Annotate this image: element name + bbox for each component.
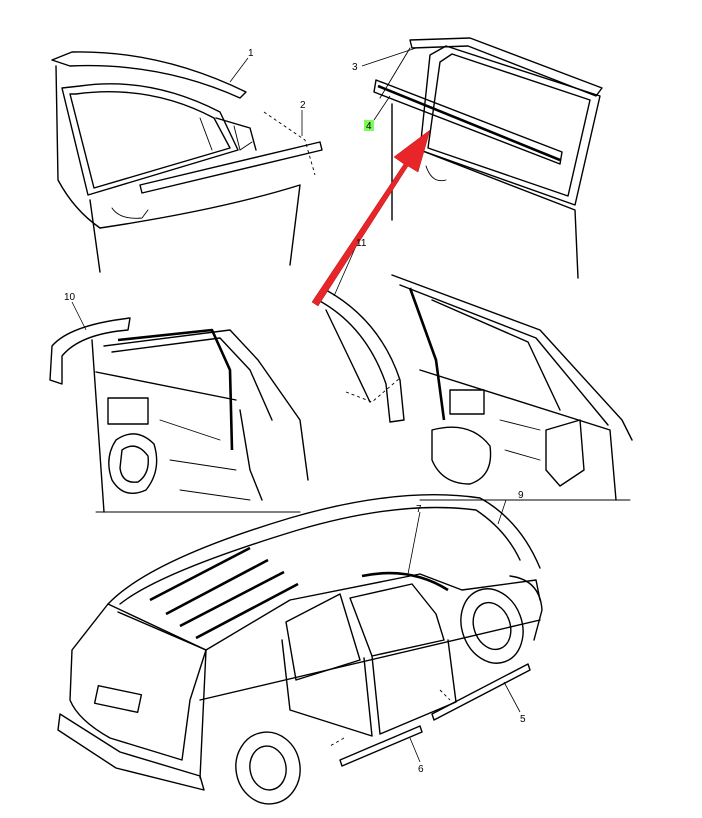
callout-labels: 1 2 3 4 10 11 9 7 5 6 bbox=[64, 48, 526, 775]
callout-10: 10 bbox=[64, 292, 76, 303]
callout-9: 9 bbox=[518, 490, 524, 501]
vehicle-overview-view bbox=[57, 494, 543, 805]
callout-6: 6 bbox=[418, 764, 424, 775]
callout-7: 7 bbox=[416, 504, 422, 515]
callout-4-highlight bbox=[364, 120, 374, 131]
callout-4: 4 bbox=[366, 121, 372, 132]
callout-1: 1 bbox=[248, 48, 254, 59]
front-door-interior-view bbox=[49, 317, 309, 513]
red-arrow bbox=[311, 129, 431, 307]
callout-11: 11 bbox=[356, 238, 367, 249]
leader-lines bbox=[71, 47, 521, 763]
rear-door-exterior-view bbox=[373, 37, 603, 279]
callout-2: 2 bbox=[300, 100, 306, 111]
front-door-exterior-view bbox=[51, 51, 323, 273]
callout-5: 5 bbox=[520, 714, 526, 725]
rear-door-interior-view bbox=[317, 274, 633, 501]
callout-3: 3 bbox=[352, 62, 358, 73]
